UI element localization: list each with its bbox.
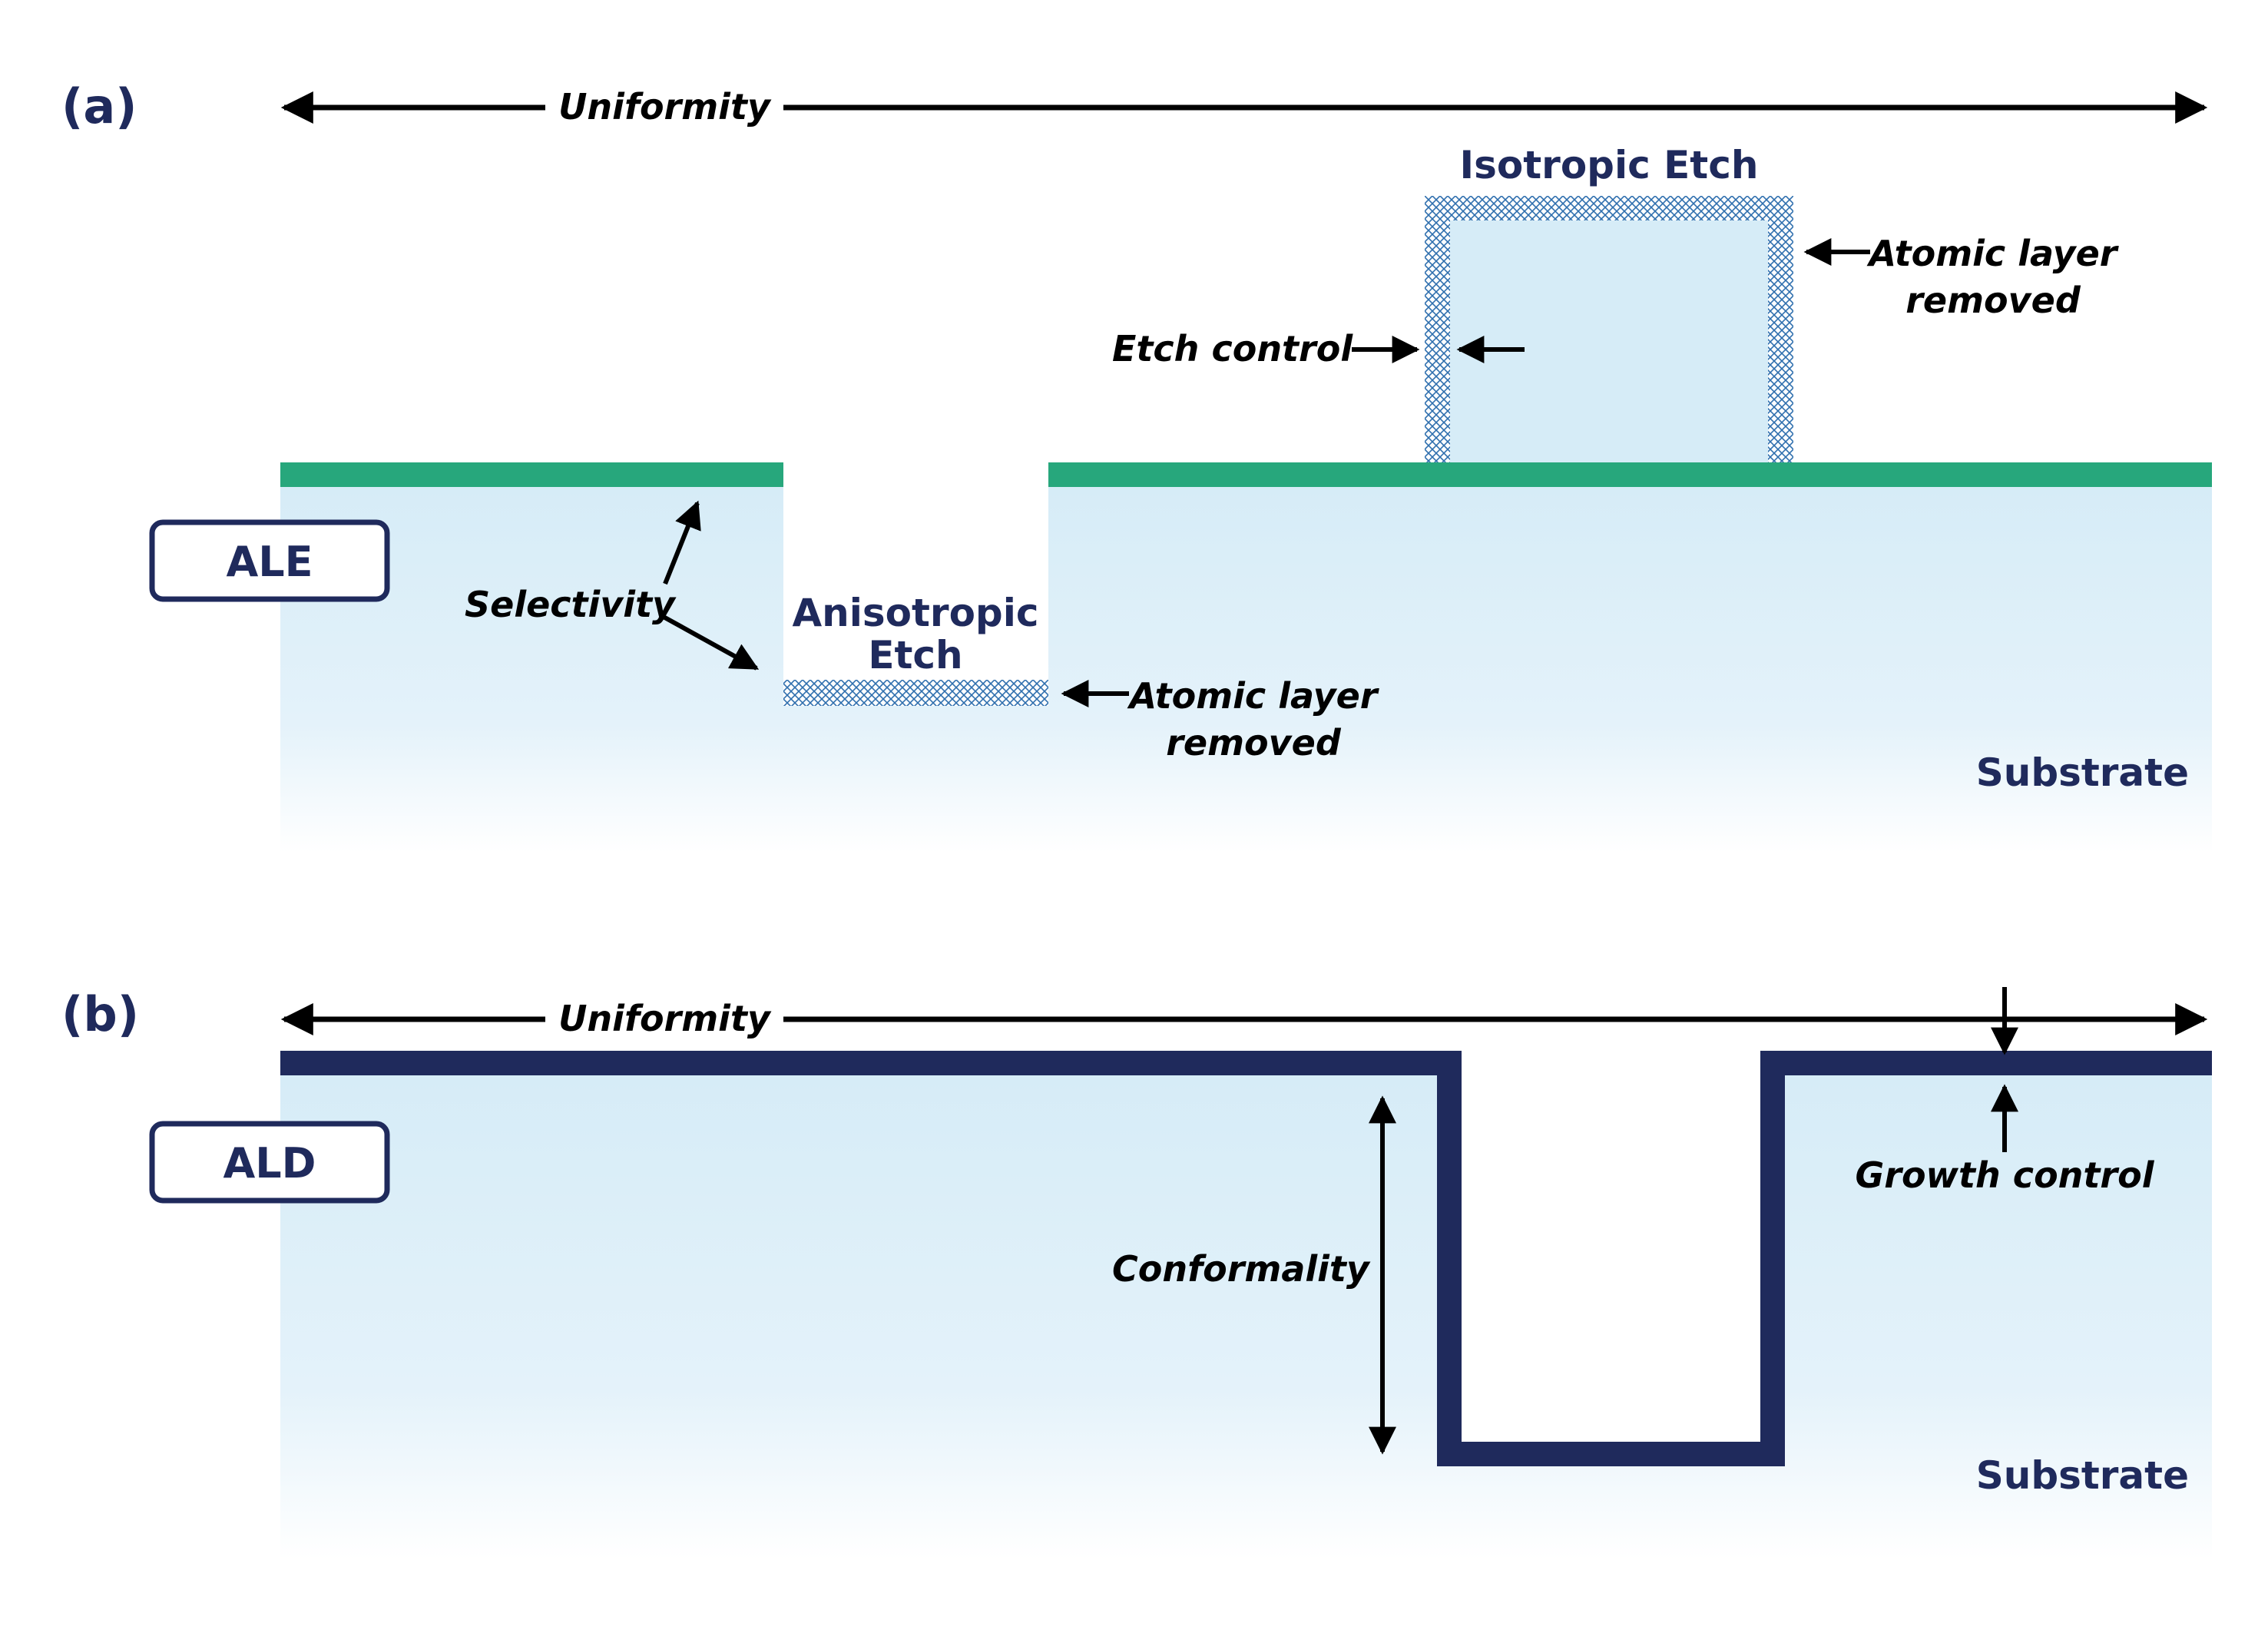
ald-film — [280, 1051, 2212, 1466]
substrate-label-a: Substrate — [1976, 750, 2189, 795]
uniformity-label-b: Uniformity — [558, 998, 772, 1039]
conformality-label: Conformality — [1112, 1248, 1371, 1290]
ale-label: ALE — [226, 538, 313, 586]
isotropic-fin-core — [1450, 220, 1768, 465]
atomic-right-label-1: Atomic layer — [1867, 233, 2120, 274]
ald-box: ALD — [149, 1121, 390, 1204]
etch-control-label: Etch control — [1112, 328, 1353, 369]
panel-b: (b) Uniformity ALD Conformality Growth c… — [61, 986, 2212, 1559]
anisotropic-etch-title-1: Anisotropic — [792, 591, 1038, 635]
selectivity-label: Selectivity — [465, 584, 677, 625]
ale-box: ALE — [149, 519, 390, 602]
substrate-b — [280, 1074, 2212, 1559]
substrate-label-b: Substrate — [1976, 1453, 2189, 1498]
panel-a-tag: (a) — [61, 78, 137, 134]
panel-a: (a) Uniformity Isotropic Etch Anisotropi… — [61, 78, 2212, 853]
green-layer-left — [280, 462, 783, 487]
anisotropic-layer-hatch — [783, 680, 1048, 706]
panel-b-tag: (b) — [61, 986, 139, 1042]
atomic-bottom-label-2: removed — [1166, 722, 1342, 764]
ald-label: ALD — [223, 1139, 316, 1187]
growth-control-label: Growth control — [1856, 1154, 2155, 1196]
green-layer-right — [1048, 462, 2212, 487]
atomic-right-label-2: removed — [1905, 280, 2081, 321]
isotropic-etch-title: Isotropic Etch — [1460, 143, 1759, 187]
uniformity-label-a: Uniformity — [558, 86, 772, 128]
selectivity-arrow-up — [663, 500, 701, 585]
anisotropic-etch-title-2: Etch — [868, 633, 962, 677]
substrate-a — [280, 485, 2212, 853]
atomic-bottom-label-1: Atomic layer — [1127, 675, 1380, 717]
selectivity-arrow-down — [661, 614, 760, 671]
uniformity-arrow-a: Uniformity — [280, 86, 2208, 128]
uniformity-arrow-b: Uniformity — [280, 998, 2208, 1039]
